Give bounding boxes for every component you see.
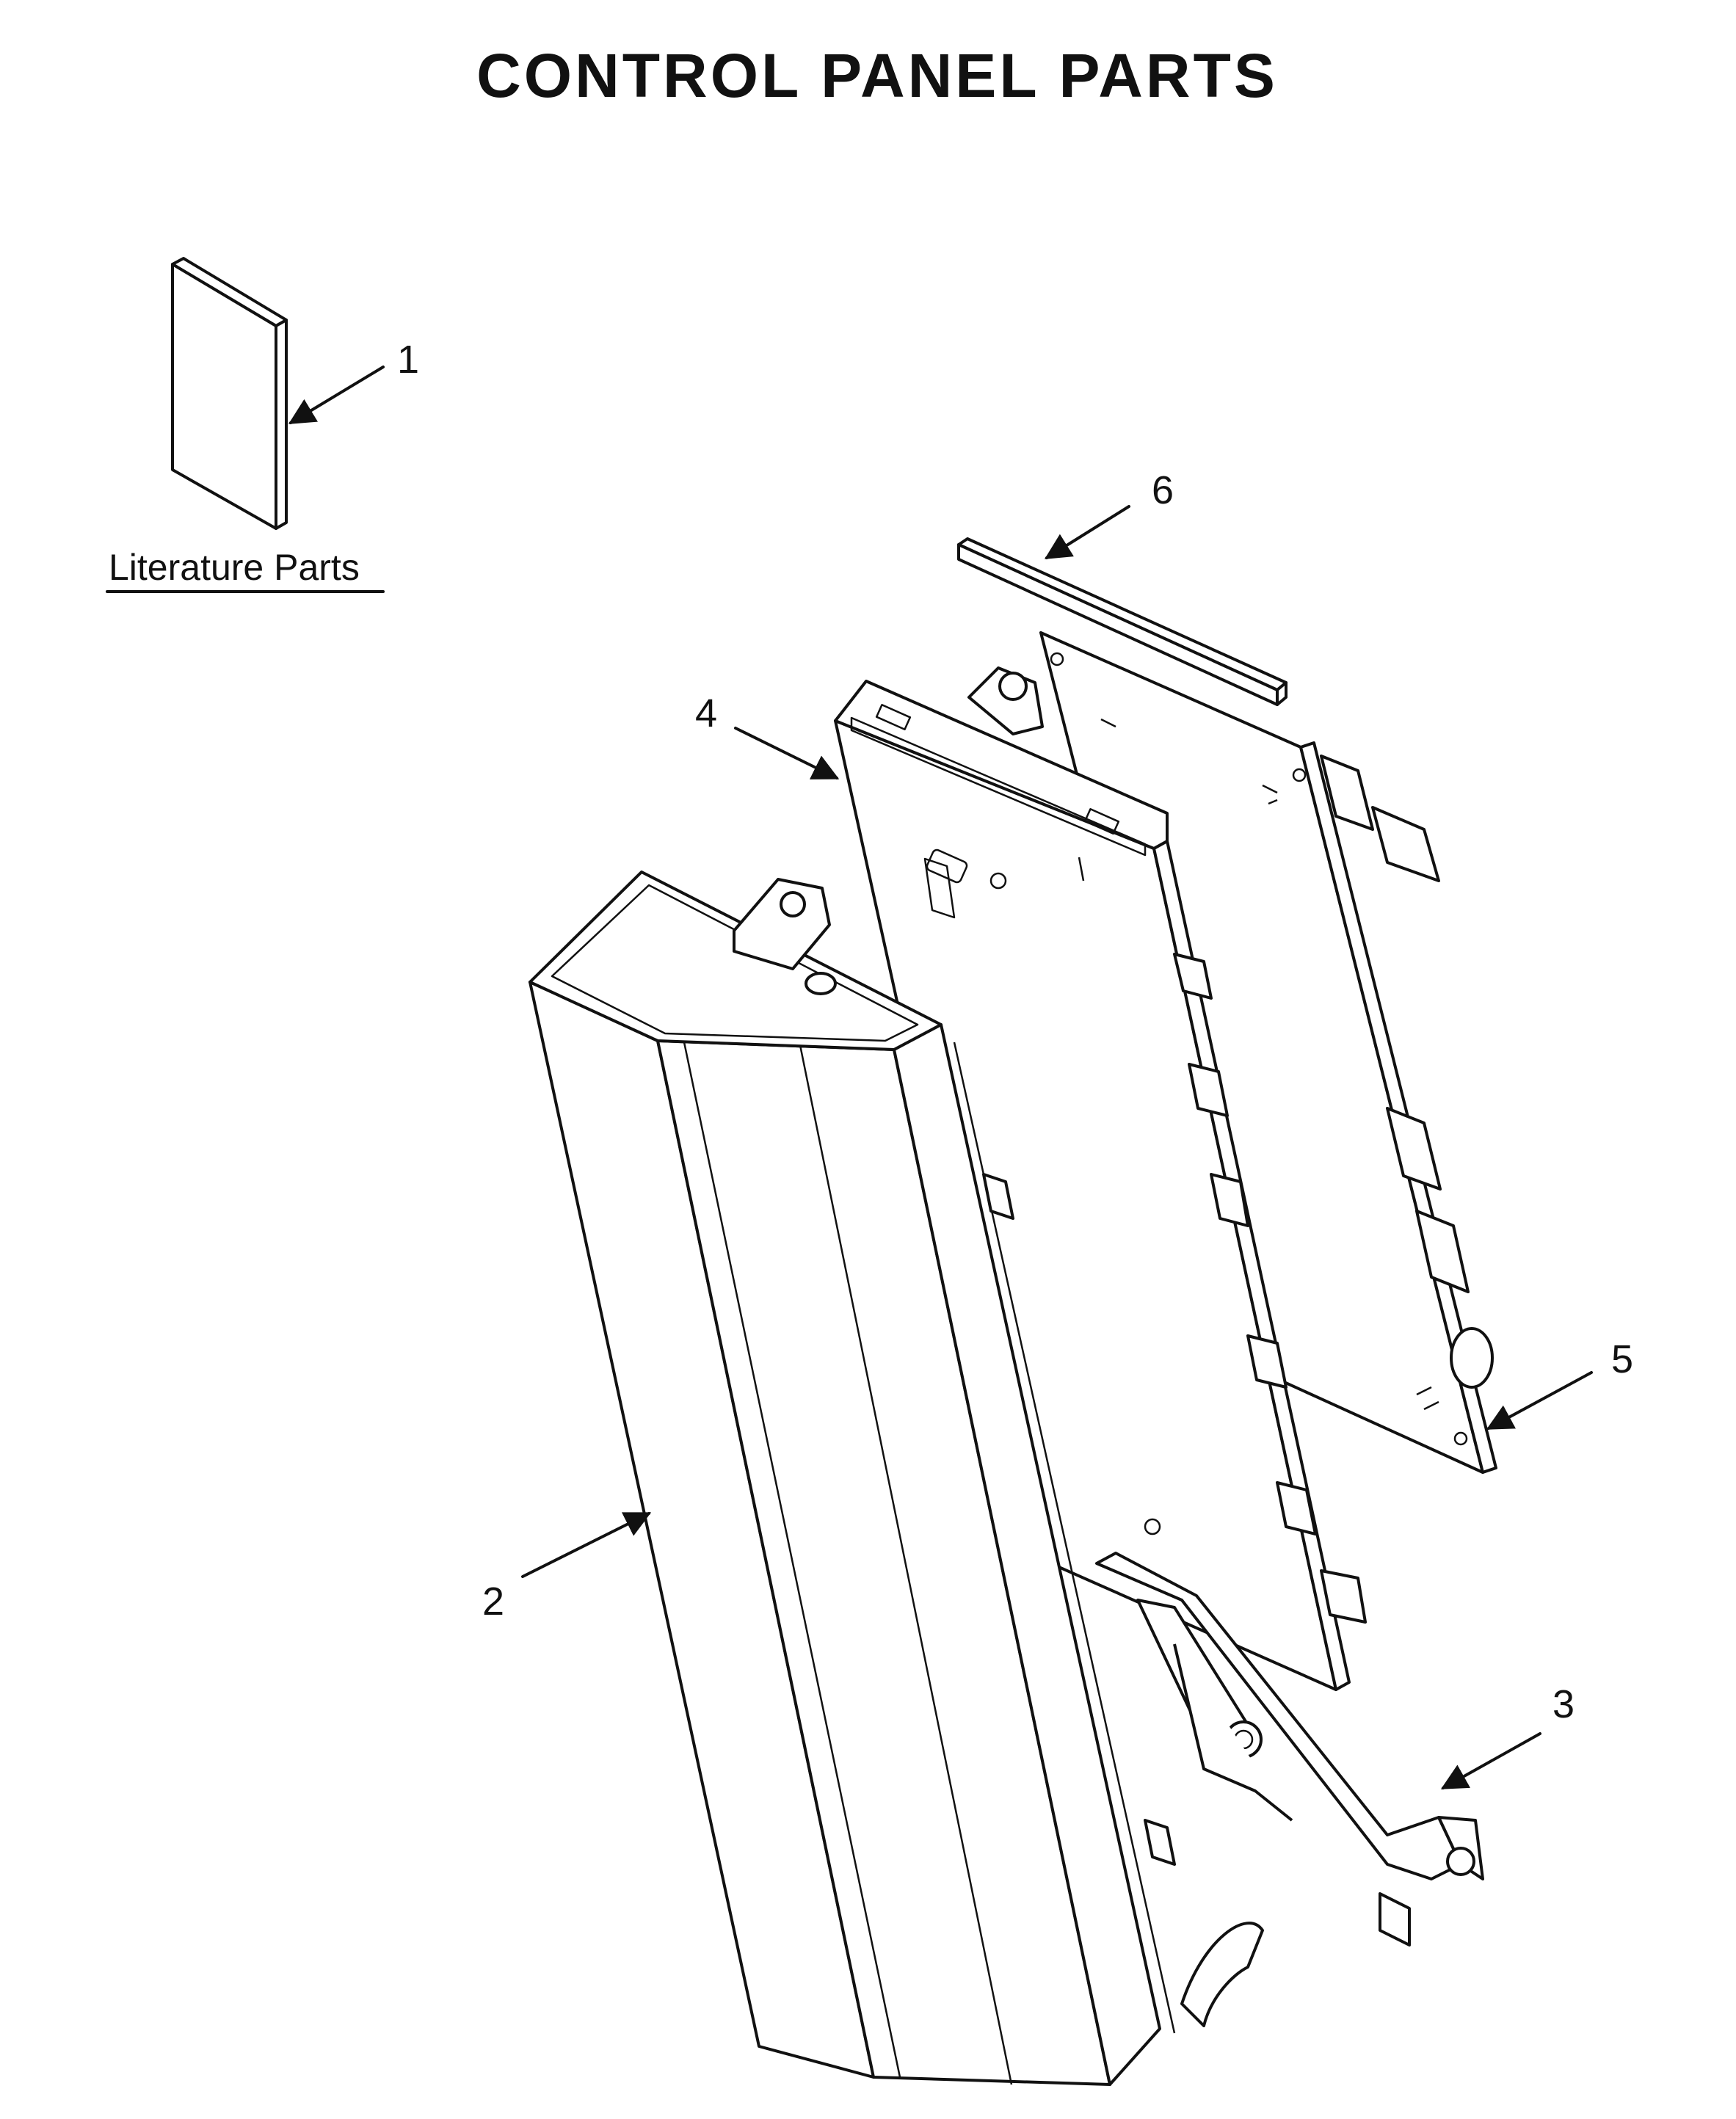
literature-booklet xyxy=(171,257,288,530)
callout-4: 4 xyxy=(695,691,717,735)
callout-6: 6 xyxy=(1152,468,1174,512)
literature-parts-label: Literature Parts xyxy=(109,547,360,588)
part-4-housing xyxy=(834,680,1367,1691)
diagram-title: CONTROL PANEL PARTS xyxy=(476,41,1278,110)
callout-5: 5 xyxy=(1611,1337,1633,1381)
leader-1 xyxy=(288,366,385,424)
leader-5 xyxy=(1486,1371,1593,1430)
part-3-bracket xyxy=(1095,1552,1484,1947)
leader-6 xyxy=(1044,505,1130,559)
leader-4 xyxy=(734,727,840,779)
leader-2 xyxy=(521,1512,652,1578)
callout-2: 2 xyxy=(482,1580,504,1624)
leader-3 xyxy=(1440,1732,1541,1789)
callout-3: 3 xyxy=(1552,1682,1575,1726)
part-2-console xyxy=(529,871,1264,2086)
part-6-strip xyxy=(957,537,1288,706)
callout-1: 1 xyxy=(397,338,419,382)
